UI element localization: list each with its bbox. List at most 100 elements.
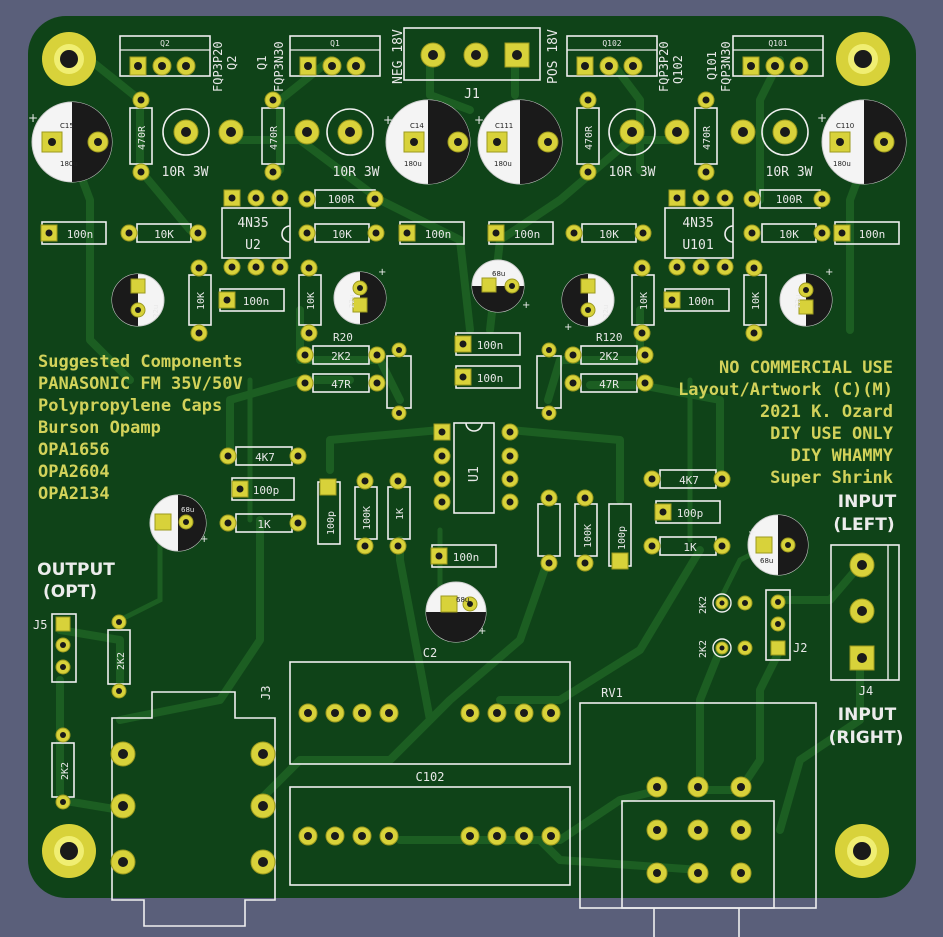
u101-part-label: 4N35 bbox=[682, 216, 713, 231]
r470-label: 470R bbox=[702, 125, 713, 150]
q102-ref-label: Q102 bbox=[671, 55, 685, 84]
j1-label: J1 bbox=[464, 87, 480, 102]
cap22u-label: 22u bbox=[152, 305, 160, 318]
r10-3w-label: 10R 3W bbox=[162, 165, 209, 180]
notes-right-line: DIY WHAMMY bbox=[791, 446, 894, 466]
cap68u-label: 68u bbox=[760, 557, 773, 565]
notes-left-line: OPA2134 bbox=[38, 484, 110, 504]
capacitor-c9: + 22u bbox=[333, 267, 387, 325]
input-right-sub-label: (RIGHT) bbox=[829, 728, 904, 748]
pos-18v-label: POS 18V bbox=[546, 29, 561, 84]
pcb-substrate bbox=[28, 16, 916, 898]
notes-left-line: Polypropylene Caps bbox=[38, 396, 222, 416]
r10-3w-label: 10R 3W bbox=[609, 165, 656, 180]
resistor-10k: 10K bbox=[120, 223, 207, 243]
c100p-label: 100p bbox=[677, 507, 704, 520]
resistor-r20-group: R20 2K2 47R bbox=[296, 331, 412, 421]
film-capacitor-c2: C2 bbox=[289, 646, 571, 765]
io-labels: OUTPUT (OPT) INPUT (LEFT) INPUT (RIGHT) bbox=[37, 492, 903, 748]
cap-100n: 100n bbox=[430, 544, 497, 568]
notes-left-line: OPA1656 bbox=[38, 440, 110, 460]
neg-18v-label: NEG 18V bbox=[391, 29, 406, 84]
resistor-100r-right: 100R bbox=[743, 189, 831, 209]
resistor-470r-mid-left: 470R bbox=[261, 91, 285, 181]
notes-right-line: 2021 K. Ozard bbox=[760, 402, 893, 422]
resistor-10k: 10K bbox=[743, 223, 831, 243]
r10k-label: 10K bbox=[306, 292, 317, 310]
notes-right: NO COMMERCIAL USE Layout/Artwork (C)(M) … bbox=[678, 358, 894, 488]
svg-text:+: + bbox=[825, 267, 833, 278]
capacitor-c15: + C15 180u bbox=[28, 101, 113, 183]
resistor-r120-group: R120 2K2 47R bbox=[536, 331, 654, 421]
r2k2-label: 2K2 bbox=[698, 596, 709, 614]
power-connector-j1: J1 NEG 18V POS 18V bbox=[391, 27, 561, 102]
c100n-label: 100n bbox=[514, 228, 541, 241]
transistor-q2: Q2 FQP3P20 Q2 bbox=[119, 35, 239, 92]
r1k-label: 1K bbox=[395, 508, 406, 520]
c100n-label: 100n bbox=[859, 228, 886, 241]
cap68u-label: 68u bbox=[456, 596, 469, 604]
capacitor-c111: + C111 180u bbox=[474, 99, 563, 185]
output-label: OUTPUT bbox=[37, 560, 115, 580]
resistor-470r-left: 470R bbox=[129, 91, 153, 181]
c15-value: 180u bbox=[60, 160, 78, 168]
r10k-label: 10K bbox=[639, 292, 650, 310]
capacitor-c14: + C14 180u bbox=[383, 99, 471, 185]
u2-ref-label: U2 bbox=[245, 238, 261, 253]
notes-right-line: NO COMMERCIAL USE bbox=[719, 358, 893, 378]
c14-label: C14 bbox=[410, 122, 424, 130]
header-j2: J2 bbox=[765, 589, 807, 661]
resistor-10r-3w-mid-right: 10R 3W bbox=[608, 108, 690, 180]
c110-label: C110 bbox=[836, 122, 854, 130]
cap68u-label: 68u bbox=[181, 506, 194, 514]
resistor-100r-left: 100R bbox=[298, 189, 384, 209]
q2-part-label: FQP3P20 bbox=[211, 41, 225, 92]
r100k-label: 100K bbox=[362, 506, 373, 530]
notes-left-line: Burson Opamp bbox=[38, 418, 161, 438]
q2-ref-label: Q2 bbox=[225, 56, 239, 70]
c14-value: 180u bbox=[404, 160, 422, 168]
c2-label: C2 bbox=[423, 646, 437, 660]
svg-text:+: + bbox=[383, 113, 393, 127]
r4k7-label: 4K7 bbox=[679, 474, 699, 487]
r1k-label: 1K bbox=[683, 541, 697, 554]
r10k-label: 10K bbox=[196, 292, 207, 310]
r2k2-label: 2K2 bbox=[599, 350, 619, 363]
svg-text:+: + bbox=[817, 111, 827, 125]
r10k-label: 10K bbox=[332, 228, 352, 241]
c100n-label: 100n bbox=[477, 339, 504, 352]
r100-label: 100R bbox=[328, 193, 355, 206]
optocoupler-u101: 4N35 U101 bbox=[664, 189, 734, 276]
cap-100n: 100n bbox=[218, 288, 285, 312]
capacitor-c103: + 68u bbox=[747, 514, 809, 576]
svg-text:Q2: Q2 bbox=[160, 39, 170, 48]
svg-text:+: + bbox=[378, 267, 386, 278]
notes-right-line: Layout/Artwork (C)(M) bbox=[678, 380, 893, 400]
opamp-u1: U1 bbox=[433, 422, 519, 514]
capacitor-c109: + 22u bbox=[779, 267, 833, 327]
resistor-10k: 10K bbox=[565, 223, 652, 243]
cap68u-label: 68u bbox=[492, 270, 505, 278]
input-left-label: INPUT bbox=[838, 492, 897, 512]
feedback-network-left: 4K7 100p 1K 100p 100K 1K bbox=[219, 446, 411, 555]
r2k2-label: 2K2 bbox=[60, 762, 71, 780]
cap-100n: 100n bbox=[487, 221, 554, 245]
resistor-10k: 10K bbox=[743, 259, 767, 342]
r120-label: R120 bbox=[596, 331, 623, 344]
svg-text:Q101: Q101 bbox=[768, 39, 787, 48]
r10k-label: 10K bbox=[779, 228, 799, 241]
svg-text:+: + bbox=[28, 111, 38, 125]
resistor-10k: 10K bbox=[631, 259, 655, 342]
mounting-holes bbox=[42, 32, 890, 878]
mounting-hole-top-right bbox=[836, 32, 890, 86]
c100n-label: 100n bbox=[453, 551, 480, 564]
capacitor-c7: + 68u bbox=[425, 581, 487, 643]
jack-j3: J3 bbox=[110, 686, 276, 927]
q1-ref-label: Q1 bbox=[255, 56, 269, 70]
j5-label: J5 bbox=[33, 618, 47, 632]
input-right-label: INPUT bbox=[838, 705, 897, 725]
resistor-2k2-j5: 2K2 bbox=[107, 614, 131, 699]
resistor-10k-row: 10K 10K 10K 10K bbox=[120, 223, 831, 243]
c100p-label: 100p bbox=[617, 526, 628, 550]
capacitor-c108: + 22u bbox=[561, 273, 615, 333]
